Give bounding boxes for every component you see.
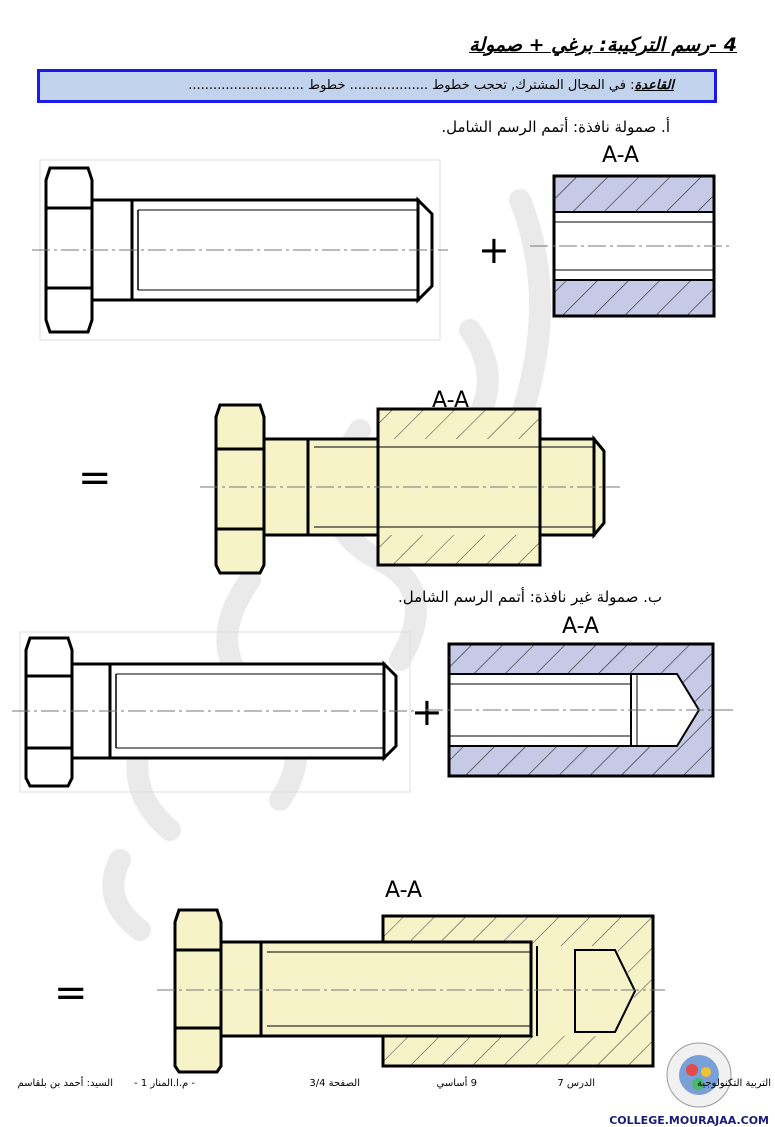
equals-sign-b: = [54,970,88,1016]
footer-level: 9 أساسي [436,1078,477,1089]
site-url: COLLEGE.MOURAJAA.COM [609,1114,769,1127]
section-label-assembly-b: A-A [385,878,423,903]
assembly-a [200,403,620,575]
footer: التربية التكنولوجية الدرس 7 9 أساسي الصف… [0,1078,775,1094]
instruction-a: أ. صمولة نافذة: أتمم الرسم الشامل. [441,118,670,136]
footer-lesson: الدرس 7 [557,1078,595,1089]
bolt-drawing-a [32,159,448,341]
nut-section-a [530,174,730,318]
footer-page: الصفحة 3/4 [309,1078,360,1089]
section-label-nut-b: A-A [562,614,600,639]
equals-sign-a: = [78,455,112,501]
page-title: 4 -رسم التركيبة: برغي + صمولة [469,34,737,56]
bolt-drawing-b [12,631,418,793]
footer-subject: التربية التكنولوجية [696,1078,771,1089]
assembly-b [157,908,665,1074]
instruction-b: ب. صمولة غير نافذة: أتمم الرسم الشامل. [397,588,662,606]
rule-text: : في المجال المشترك, تحجب خطوط .........… [188,78,635,93]
footer-teacher: السيد: أحمد بن بلقاسم [17,1078,113,1089]
college-logo [666,1042,732,1108]
rule-label: القاعدة [634,78,674,93]
section-label-nut-a: A-A [602,143,640,168]
footer-school: - م.ا.المنار 1 - [134,1078,195,1089]
nut-section-b [425,642,735,778]
plus-sign-b: + [411,690,443,734]
rule-box: القاعدة: في المجال المشترك, تحجب خطوط ..… [37,69,717,103]
plus-sign-a: + [478,228,510,272]
